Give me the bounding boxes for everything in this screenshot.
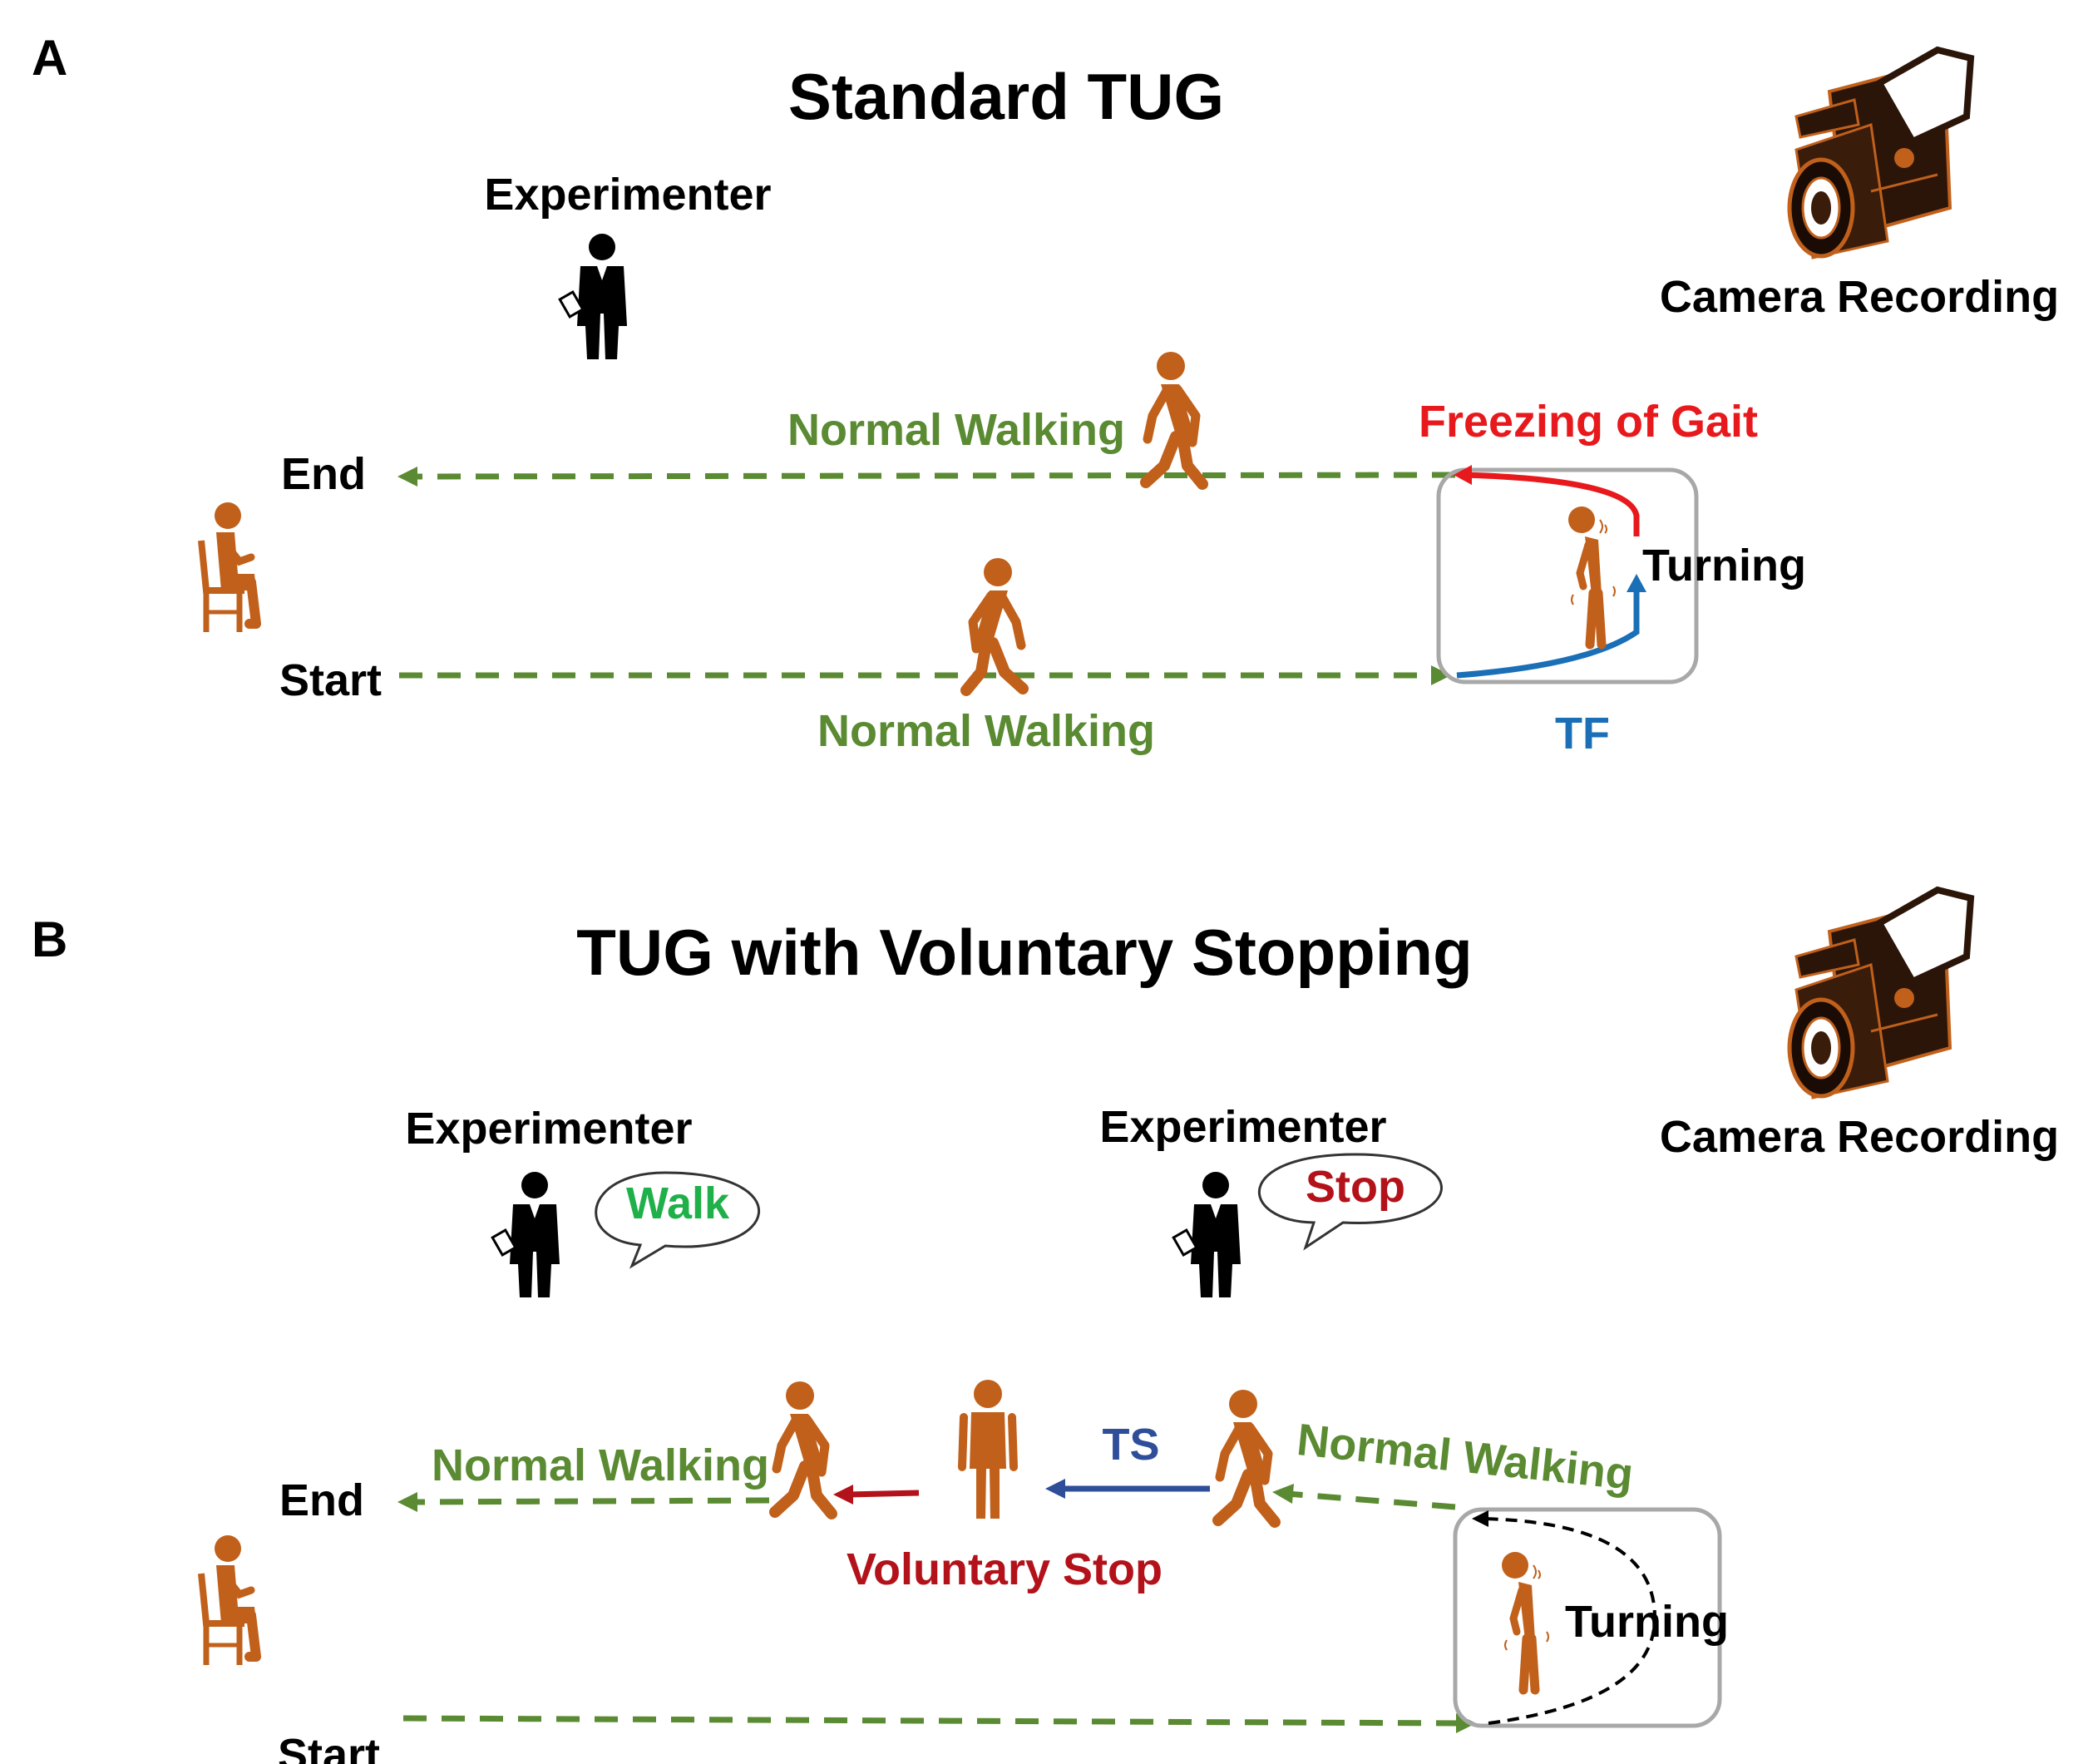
seated-person-icon xyxy=(201,502,256,632)
panel-a-letter: A xyxy=(32,30,67,86)
speech-walk: Walk xyxy=(626,1178,730,1228)
experimenter-label-b-right: Experimenter xyxy=(1099,1102,1386,1152)
outgoing-path-b xyxy=(402,1715,1460,1727)
turning-box-a xyxy=(1436,467,1699,684)
freezing-of-gait-label: Freezing of Gait xyxy=(1419,397,1758,447)
experimenter-icon xyxy=(558,232,629,361)
turning-arrow xyxy=(1456,586,1640,679)
walking-person-icon xyxy=(1218,1390,1275,1522)
end-label-a: End xyxy=(281,449,366,499)
experimenter-label-b-left: Experimenter xyxy=(405,1104,692,1154)
experimenter-label-a: Experimenter xyxy=(484,170,771,220)
normal-walking-left-b: Normal Walking xyxy=(432,1440,769,1490)
video-camera-icon xyxy=(1789,890,1971,1098)
approach-arrow-head xyxy=(1272,1484,1294,1504)
speech-bubble-icon xyxy=(1257,1153,1443,1251)
seated-person-icon xyxy=(201,1535,256,1665)
walking-person-icon xyxy=(775,1381,832,1514)
freezing-person-icon xyxy=(1502,1552,1548,1690)
walking-person-icon xyxy=(1146,352,1202,484)
return-path-a xyxy=(415,472,1456,480)
normal-walking-bottom-a: Normal Walking xyxy=(817,706,1155,756)
normal-walking-top-a: Normal Walking xyxy=(787,405,1125,455)
approach-path-b xyxy=(1286,1490,1456,1510)
turning-arrow-head-b xyxy=(1472,1510,1488,1527)
tf-label: TF xyxy=(1555,709,1610,758)
arrow-head-end-a xyxy=(397,467,417,487)
standing-person-icon xyxy=(962,1380,1014,1519)
camera-label-a: Camera Recording xyxy=(1660,272,2059,322)
experimenter-icon xyxy=(491,1170,561,1299)
arrow-head-end-b xyxy=(397,1492,417,1512)
start-label-a: Start xyxy=(279,655,382,705)
arrow-head-turn-a xyxy=(1431,665,1451,685)
turning-arrow-head xyxy=(1627,574,1646,592)
turning-box-b xyxy=(1453,1507,1722,1728)
freezing-person-icon xyxy=(1568,506,1615,645)
freezing-arrow xyxy=(1463,472,1640,536)
return-path-b xyxy=(415,1497,770,1505)
voluntary-stop-label: Voluntary Stop xyxy=(847,1544,1163,1594)
start-label-b: Start xyxy=(278,1730,380,1764)
ts-label: TS xyxy=(1102,1420,1159,1470)
panel-b-letter: B xyxy=(32,912,67,967)
walking-person-icon xyxy=(966,558,1023,690)
turning-path-b xyxy=(1479,1517,1657,1725)
video-camera-icon xyxy=(1789,50,1971,258)
freezing-arrow-head xyxy=(1454,465,1472,485)
speech-bubble-icon xyxy=(595,1171,761,1269)
camera-label-b: Camera Recording xyxy=(1660,1112,2059,1162)
normal-walking-right-b: Normal Walking xyxy=(1295,1415,1636,1500)
end-label-b: End xyxy=(279,1475,364,1525)
ts-arrow-head xyxy=(1045,1479,1065,1499)
turning-label-b: Turning xyxy=(1565,1597,1729,1647)
resume-arrow-head xyxy=(833,1485,853,1505)
panel-b-title: TUG with Voluntary Stopping xyxy=(576,916,1472,989)
resume-arrow xyxy=(847,1490,920,1498)
experimenter-icon xyxy=(1172,1170,1242,1299)
speech-stop: Stop xyxy=(1306,1162,1405,1212)
turning-label-a: Turning xyxy=(1642,541,1806,590)
panel-a-title: Standard TUG xyxy=(788,60,1224,133)
